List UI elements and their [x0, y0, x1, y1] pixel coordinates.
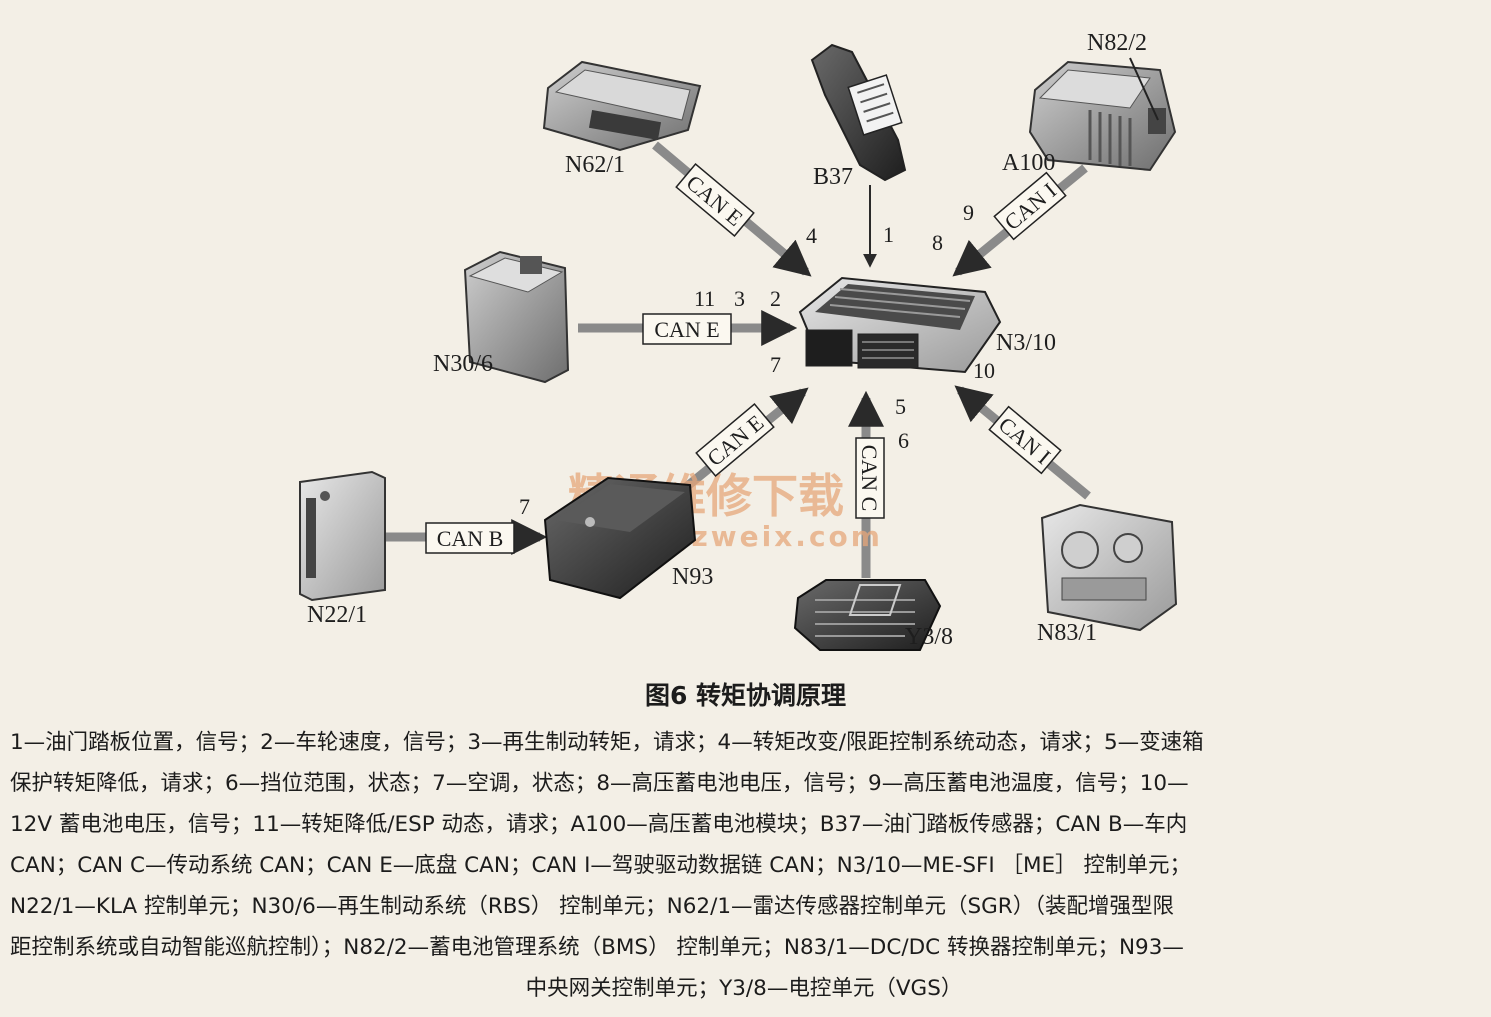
can-label-n30-6: CAN E — [642, 313, 732, 345]
signal-11: 11 — [694, 286, 715, 311]
figure-legend: 1—油门踏板位置，信号；2—车轮速度，信号；3—再生制动转矩，请求；4—转矩改变… — [10, 722, 1478, 1009]
svg-text:CAN C: CAN C — [857, 445, 882, 512]
signal-8: 8 — [932, 230, 943, 255]
label-b37: B37 — [813, 164, 853, 190]
legend-line-4: CAN；CAN C—传动系统 CAN；CAN E—底盘 CAN；CAN I—驾驶… — [10, 853, 1191, 878]
signal-5: 5 — [895, 394, 906, 419]
legend-line-1: 1—油门踏板位置，信号；2—车轮速度，信号；3—再生制动转矩，请求；4—转矩改变… — [10, 730, 1204, 755]
n30-6-unit — [463, 250, 570, 384]
legend-line-3: 12V 蓄电池电压，信号；11—转矩降低/ESP 动态，请求；A100—高压蓄电… — [10, 812, 1188, 837]
label-n22-1: N22/1 — [307, 602, 367, 628]
label-n62-1: N62/1 — [565, 152, 625, 178]
label-n30-6: N30/6 — [433, 351, 493, 377]
can-label-n62-1: CAN E — [675, 163, 755, 237]
signal-1: 1 — [883, 222, 894, 247]
signal-10: 10 — [973, 358, 995, 383]
torque-coordination-diagram: 精通维修下载 www.gzweix.com CAN E CAN I CAN E … — [299, 30, 1178, 651]
signal-9: 9 — [963, 200, 974, 225]
can-label-a100: CAN I — [993, 171, 1067, 241]
signal-7-bottom: 7 — [519, 494, 530, 519]
label-n93: N93 — [672, 564, 713, 590]
signal-3: 3 — [734, 286, 745, 311]
figure-title: 图6 转矩协调原理 — [644, 681, 847, 710]
label-n83-1: N83/1 — [1037, 620, 1097, 646]
can-label-n93: CAN E — [695, 403, 775, 477]
svg-text:CAN E: CAN E — [654, 317, 719, 342]
signal-7-top: 7 — [770, 352, 781, 377]
n83-1-unit — [1040, 503, 1178, 632]
n62-1-unit — [542, 60, 702, 152]
legend-line-5: N22/1—KLA 控制单元；N30/6—再生制动系统（RBS） 控制单元；N6… — [10, 894, 1174, 919]
label-a100: A100 — [1002, 150, 1055, 176]
label-n3-10: N3/10 — [996, 330, 1056, 356]
label-n82-2: N82/2 — [1087, 30, 1147, 56]
legend-line-6: 距控制系统或自动智能巡航控制）；N82/2—蓄电池管理系统（BMS） 控制单元；… — [10, 935, 1184, 960]
signal-2: 2 — [770, 286, 781, 311]
signal-4: 4 — [806, 223, 817, 248]
can-label-y3-8: CAN C — [855, 437, 885, 519]
can-label-n22-1: CAN B — [425, 522, 515, 554]
n82-2-leader — [1129, 57, 1159, 121]
label-y3-8: Y3/8 — [905, 624, 953, 650]
legend-line-2: 保护转矩降低，请求；6—挡位范围，状态；7—空调，状态；8—高压蓄电池电压，信号… — [10, 771, 1189, 796]
n3-10-unit — [798, 276, 1002, 374]
svg-text:CAN B: CAN B — [437, 526, 504, 551]
n22-1-unit — [299, 470, 386, 602]
can-label-n83-1: CAN I — [988, 405, 1062, 475]
y3-8-unit — [793, 579, 942, 651]
legend-line-7: 中央网关控制单元；Y3/8—电控单元（VGS） — [525, 976, 963, 1001]
b37-sensor — [810, 43, 907, 182]
a100-battery-module — [1028, 60, 1177, 172]
n93-gateway — [543, 476, 697, 600]
signal-6: 6 — [898, 428, 909, 453]
